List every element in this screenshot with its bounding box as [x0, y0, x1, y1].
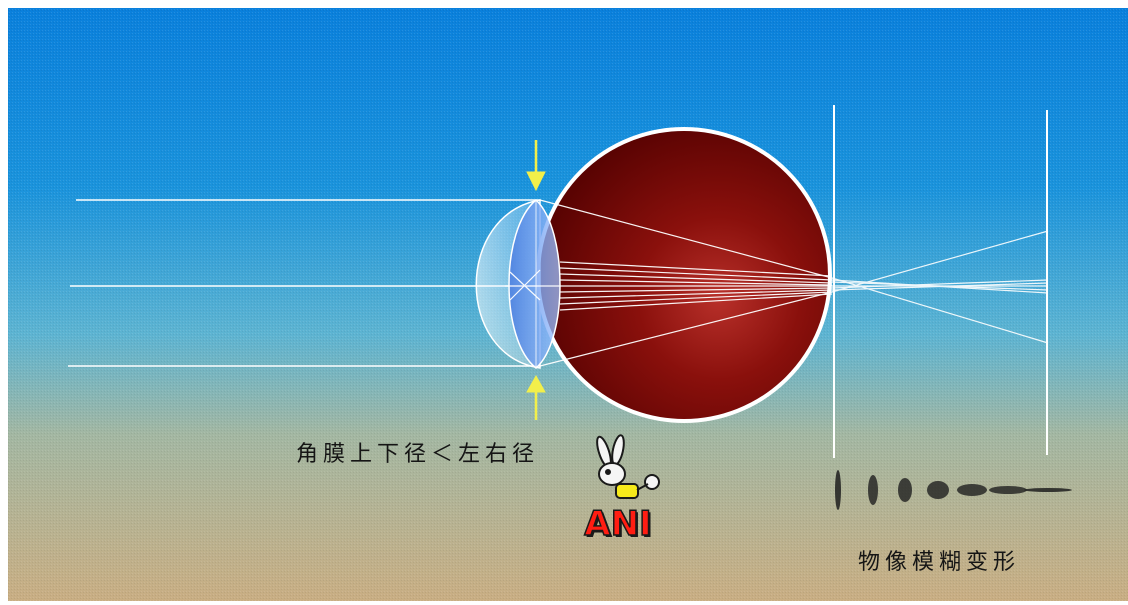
blurred-image-caption: 物像模糊变形	[858, 550, 1021, 575]
blur-sample-5	[957, 484, 987, 496]
blur-sample-3	[898, 478, 912, 502]
rabbit-mascot	[596, 434, 660, 499]
blur-sample-2	[868, 475, 878, 505]
ani-logo-text: ANI	[584, 503, 653, 545]
ani-logo: ANI	[570, 432, 670, 562]
top-arrow	[526, 140, 546, 192]
blur-sample-4	[927, 481, 949, 499]
cornea-diameter-caption: 角膜上下径＜左右径	[296, 442, 540, 467]
diverging-rays	[831, 230, 1049, 344]
blur-sample-7	[1024, 488, 1072, 492]
blur-sample-6	[989, 486, 1027, 494]
bottom-arrow	[526, 374, 546, 420]
blur-sample-1	[835, 470, 841, 510]
incoming-rays	[68, 199, 540, 367]
blurred-image-samples	[835, 470, 1072, 510]
refracted-rays	[505, 199, 833, 367]
